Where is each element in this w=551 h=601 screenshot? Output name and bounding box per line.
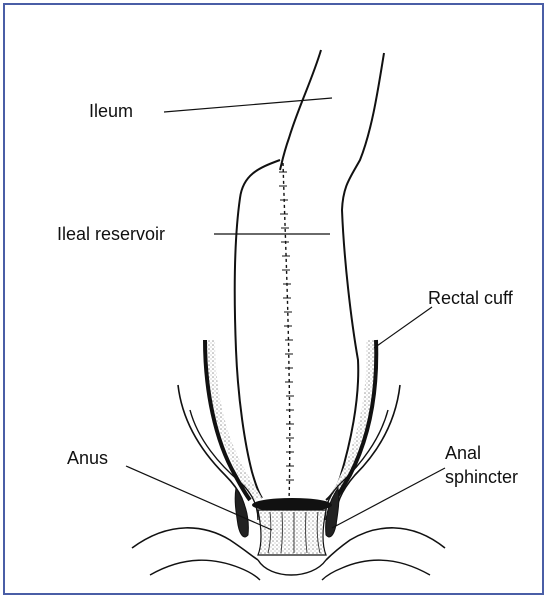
- label-ileal-reservoir: Ileal reservoir: [57, 224, 165, 244]
- perineum-skin-left: [132, 528, 258, 560]
- anal-canal: [258, 510, 326, 555]
- label-anal-sphincter-line1: Anal: [445, 443, 481, 463]
- perineum-skin-right-lower: [322, 560, 430, 580]
- perineum-skin-right: [326, 528, 445, 560]
- ileal-reservoir-outline: [235, 160, 280, 498]
- label-ileum: Ileum: [89, 101, 133, 121]
- label-rectal-cuff: Rectal cuff: [428, 288, 513, 308]
- ileum-right-wall: [342, 53, 384, 210]
- ileum-leader-line: [164, 98, 332, 112]
- rectal-cuff-leader-line: [374, 307, 432, 348]
- label-anus: Anus: [67, 448, 108, 468]
- reservoir-suture-stitches: [279, 172, 294, 480]
- anal-opening: [258, 560, 326, 575]
- ileum-left-wall: [280, 50, 321, 170]
- perineum-skin-left-lower: [150, 560, 260, 580]
- label-anal-sphincter-line2: sphincter: [445, 467, 518, 487]
